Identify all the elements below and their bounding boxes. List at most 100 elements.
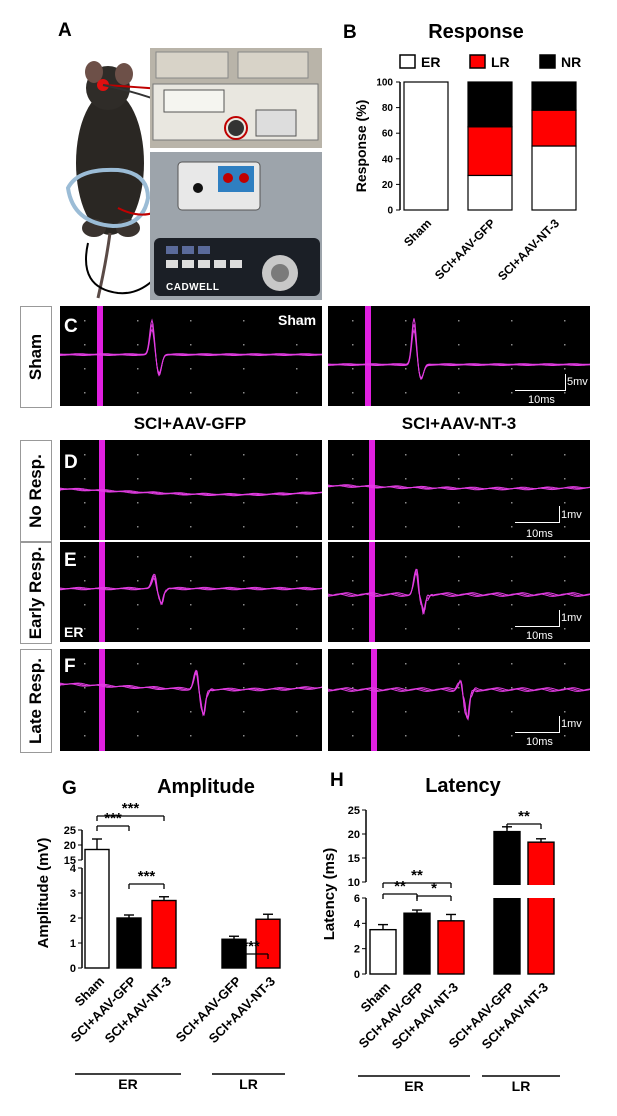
grid-dot xyxy=(564,711,566,713)
grid-dot xyxy=(243,502,245,504)
bar xyxy=(403,912,431,975)
scale-bar-early xyxy=(515,610,560,627)
grid-dot xyxy=(564,663,566,665)
grid-dot xyxy=(190,368,192,370)
emg-trace-line xyxy=(328,569,590,615)
grid-dot xyxy=(296,628,298,630)
scale-label-late-v: 1mv xyxy=(561,718,582,730)
grid-dot xyxy=(564,392,566,394)
grid-dot xyxy=(458,580,460,582)
grid-dot xyxy=(84,604,86,606)
grid-dot xyxy=(405,368,407,370)
grid-dot xyxy=(405,526,407,528)
grid-dot xyxy=(190,580,192,582)
grid-dot xyxy=(243,735,245,737)
grid-dot xyxy=(137,478,139,480)
trace-sham-left xyxy=(60,306,322,406)
scale-label-sham-v: 5mv xyxy=(567,376,588,388)
grid-dot xyxy=(84,344,86,346)
grid-dot xyxy=(352,556,354,558)
panel-label-c: C xyxy=(64,316,78,337)
grid-dot xyxy=(458,392,460,394)
y-tick-label: 6 xyxy=(354,893,360,905)
legend-swatch xyxy=(399,54,416,69)
y-tick-label: 20 xyxy=(348,829,360,841)
grid-dot xyxy=(458,454,460,456)
emg-trace-line xyxy=(60,577,322,606)
y-tick-label: 60 xyxy=(382,129,394,140)
y-tick-label: 100 xyxy=(376,78,393,89)
grid-dot xyxy=(564,556,566,558)
group-label: ER xyxy=(404,1078,423,1094)
grid-dot xyxy=(352,454,354,456)
grid-dot xyxy=(84,392,86,394)
grid-dot xyxy=(511,368,513,370)
scale-label-sham-t: 10ms xyxy=(528,394,555,406)
grid-dot xyxy=(296,478,298,480)
grid-dot xyxy=(352,628,354,630)
grid-dot xyxy=(352,392,354,394)
trace-late-gfp xyxy=(60,649,322,751)
bar xyxy=(437,920,465,975)
grid-dot xyxy=(352,663,354,665)
grid-dot xyxy=(190,320,192,322)
grid-dot xyxy=(137,556,139,558)
chart-title: Latency xyxy=(425,775,501,797)
grid-dot xyxy=(137,502,139,504)
emg-trace-line xyxy=(60,671,322,717)
grid-dot xyxy=(296,344,298,346)
grid-dot xyxy=(405,628,407,630)
bar-segment xyxy=(467,174,513,211)
grid-dot xyxy=(405,320,407,322)
grid-dot xyxy=(296,711,298,713)
grid-dot xyxy=(511,711,513,713)
emg-trace-line xyxy=(60,328,322,374)
y-axis-label: Latency (ms) xyxy=(321,848,338,941)
y-tick-label: 10 xyxy=(348,877,360,889)
emg-trace-line xyxy=(328,680,590,720)
grid-dot xyxy=(84,502,86,504)
y-tick-label: 80 xyxy=(382,103,394,114)
grid-dot xyxy=(190,526,192,528)
group-title-gfp: SCI+AAV-GFP xyxy=(133,414,247,433)
recording-device xyxy=(150,152,322,300)
x-tick-label: SCI+AAV-GFP xyxy=(432,216,498,282)
device-brand-label: CADWELL xyxy=(166,282,220,293)
grid-dot xyxy=(84,687,86,689)
grid-dot xyxy=(511,526,513,528)
group-title-nt3: SCI+AAV-NT-3 xyxy=(401,414,517,433)
grid-dot xyxy=(296,604,298,606)
emg-trace-line xyxy=(328,680,590,721)
bar-segment xyxy=(467,81,513,128)
grid-dot xyxy=(405,392,407,394)
grid-dot xyxy=(458,556,460,558)
bar-segment xyxy=(467,126,513,177)
group-label: LR xyxy=(512,1078,531,1094)
grid-dot xyxy=(137,320,139,322)
grid-dot xyxy=(84,454,86,456)
emg-trace-line xyxy=(60,487,322,495)
grid-dot xyxy=(564,526,566,528)
er-inset-label: ER xyxy=(64,624,84,640)
bar xyxy=(493,830,521,975)
panel-label-e: E xyxy=(64,550,77,571)
chart-title: Amplitude xyxy=(157,776,255,798)
grid-dot xyxy=(564,580,566,582)
grid-dot xyxy=(296,320,298,322)
grid-dot xyxy=(243,580,245,582)
grid-dot xyxy=(296,580,298,582)
grid-dot xyxy=(564,604,566,606)
scale-bar-noresp xyxy=(515,506,560,523)
grid-dot xyxy=(243,628,245,630)
significance-stars: ** xyxy=(394,878,406,895)
scale-label-noresp-v: 1mv xyxy=(561,509,582,521)
grid-dot xyxy=(352,368,354,370)
grid-dot xyxy=(137,392,139,394)
scale-label-early-t: 10ms xyxy=(526,630,553,642)
grid-dot xyxy=(296,526,298,528)
grid-dot xyxy=(352,580,354,582)
grid-dot xyxy=(243,526,245,528)
grid-dot xyxy=(84,663,86,665)
bar-segment xyxy=(531,145,577,211)
